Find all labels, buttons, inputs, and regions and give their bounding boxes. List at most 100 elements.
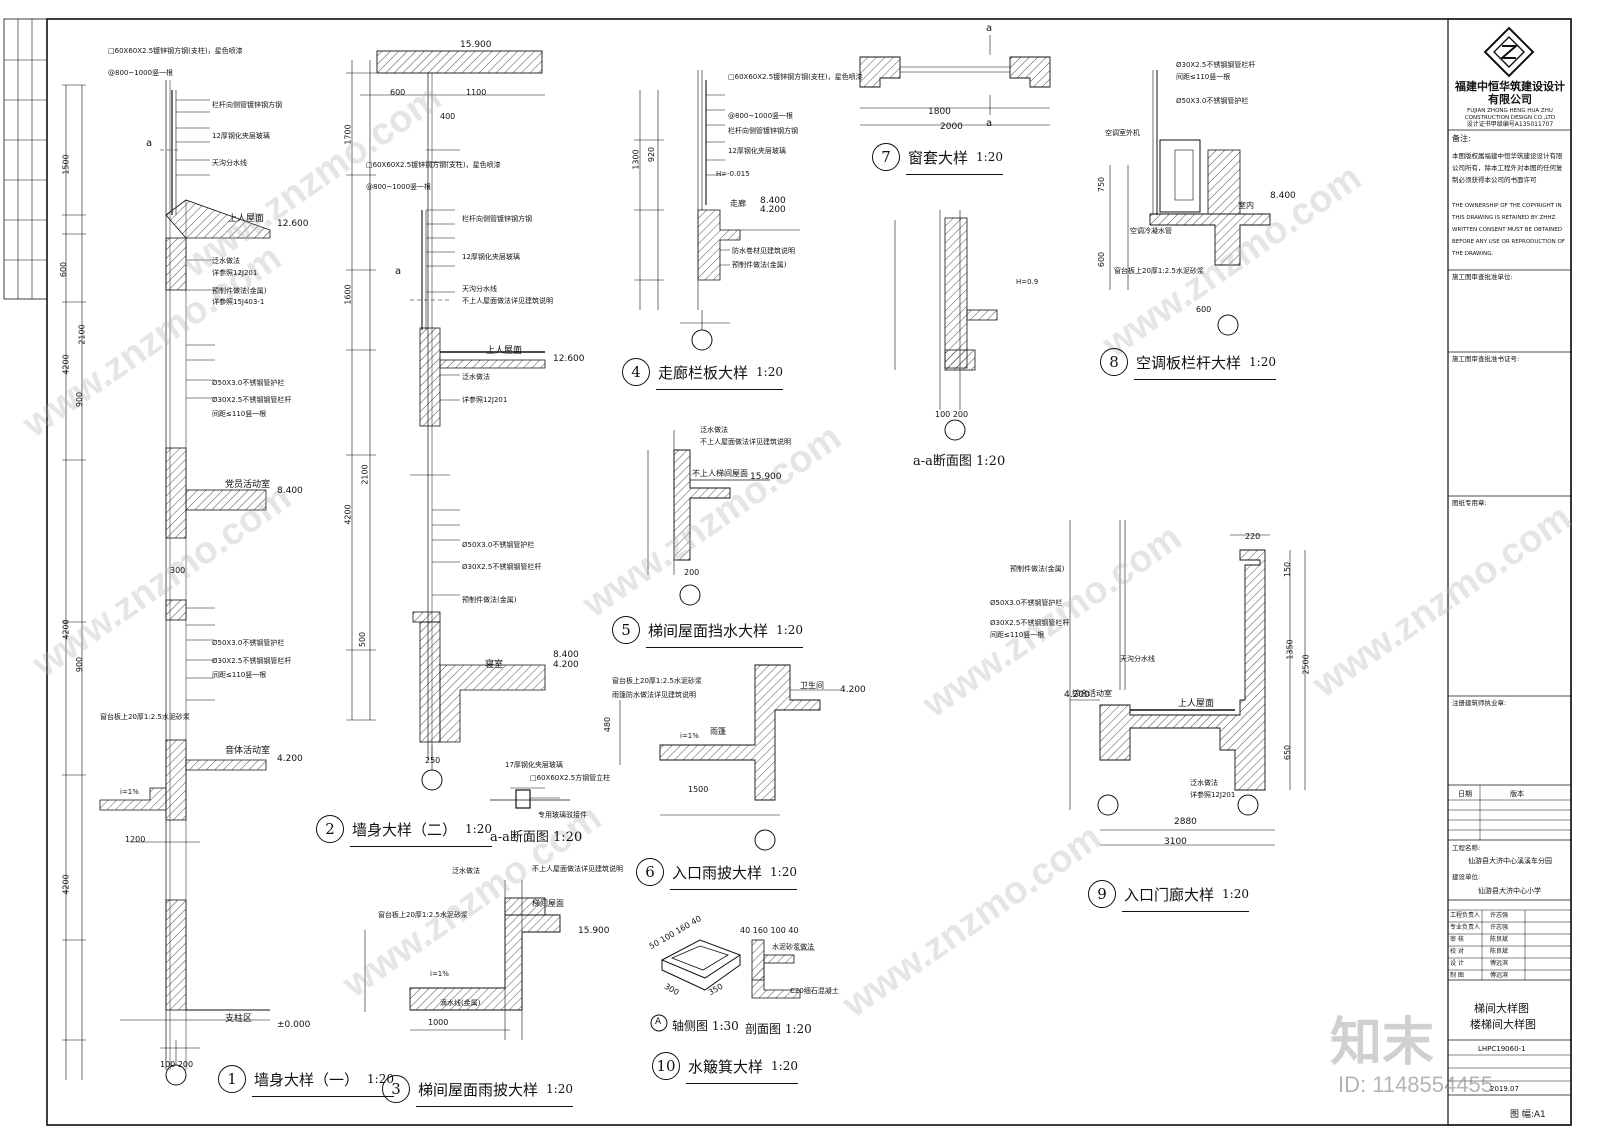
note: 空调冷凝水管 bbox=[1130, 227, 1172, 235]
note: 水泥砂浆做法 bbox=[772, 943, 814, 951]
note: 不上人屋面做法详见建筑说明 bbox=[700, 438, 791, 446]
dimension-text: 600 bbox=[59, 261, 69, 278]
drawing-date: 2019.07 bbox=[1490, 1085, 1519, 1093]
note: 详参照12J201 bbox=[462, 396, 508, 404]
aa-section-window bbox=[894, 210, 998, 441]
client-name: 仙游县大济中心小学 bbox=[1478, 887, 1541, 895]
note: 不上人屋面做法详见建筑说明 bbox=[532, 865, 623, 873]
dimension-text: 1350 bbox=[1285, 639, 1295, 660]
dimension-text: 220 bbox=[1245, 532, 1261, 541]
detail-1-wall-section bbox=[62, 80, 271, 1086]
note: 天沟分水线 bbox=[462, 285, 497, 293]
note: i=1% bbox=[680, 732, 699, 740]
role-name: 陈良斌 bbox=[1490, 936, 1509, 943]
detail-6-entrance-canopy bbox=[619, 664, 840, 851]
copyright-en: THE OWNERSHIP OF THE COPYRIGHT IN THIS D… bbox=[1452, 203, 1565, 257]
room-label: 空调室外机 bbox=[1105, 129, 1140, 137]
room-label: 卫生间 bbox=[800, 681, 824, 690]
room-label: 音体活动室 bbox=[225, 746, 271, 756]
room-label: 综合活动室 bbox=[1072, 689, 1112, 698]
note: 预制件做法(金属) bbox=[462, 596, 517, 604]
note: Ø30X2.5不锈钢钢管栏杆 bbox=[462, 563, 542, 571]
drawing-name-1: 梯间大样图 bbox=[1474, 1002, 1529, 1015]
project-no: LHPC19060-1 bbox=[1478, 1045, 1526, 1053]
version-col: 版本 bbox=[1510, 790, 1524, 798]
dimension-text: 1800 bbox=[928, 107, 951, 117]
copyright-cn: 本图版权属福建中恒华筑建设设计有限公司所有，除本工程外对本图的任何复制必须获得本… bbox=[1452, 152, 1563, 184]
project-label: 工程名称: bbox=[1452, 844, 1481, 852]
note: 泛水做法 bbox=[700, 426, 728, 434]
role-name: 傅远滨 bbox=[1490, 972, 1509, 979]
dimension-text: 750 bbox=[1097, 176, 1107, 193]
note: 窗台板上20厚1:2.5水泥砂浆 bbox=[1114, 267, 1204, 275]
dimension-text: 2100 bbox=[360, 464, 370, 485]
note: 天沟分水线 bbox=[1120, 655, 1155, 663]
note: 详参照12J201 bbox=[1190, 791, 1236, 799]
role-label: 审 核 bbox=[1450, 936, 1464, 943]
aa-title-2: a-a断面图 1:20 bbox=[913, 454, 1006, 469]
company-logo bbox=[1483, 26, 1535, 78]
note: 滴水线(金属) bbox=[440, 999, 481, 1007]
dimension-text: 250 bbox=[425, 756, 441, 765]
role-label: 专业负责人 bbox=[1450, 924, 1481, 931]
section-title: 剖面图 1:20 bbox=[745, 1022, 812, 1036]
note: Ø30X2.5不锈钢钢管栏杆 bbox=[212, 657, 292, 665]
room-label: 梯间屋面 bbox=[532, 899, 564, 908]
note: 12厚钢化夹层玻璃 bbox=[212, 132, 270, 140]
room-label: 上人屋面 bbox=[1178, 699, 1215, 709]
room-label: 室内 bbox=[1238, 201, 1254, 210]
level-mark: 4.200 bbox=[840, 685, 866, 695]
note: @800~1000竖一根 bbox=[366, 183, 432, 191]
note: 栏杆向侧管镀锌钢方钢 bbox=[728, 127, 798, 135]
role-name: 许志强 bbox=[1490, 912, 1509, 919]
note: 预制件做法(金属) bbox=[212, 287, 267, 295]
role-name: 许志强 bbox=[1490, 924, 1509, 931]
project-name: 仙游县大济中心溪溪车分园 bbox=[1468, 857, 1552, 865]
detail-1-leaders bbox=[176, 99, 215, 701]
note: 17厚钢化夹层玻璃 bbox=[505, 761, 563, 769]
dimension-text: 1300 bbox=[631, 149, 641, 170]
dimension-text: 40 160 100 40 bbox=[740, 926, 799, 935]
company-name: 福建中恒华筑建设设计有限公司 bbox=[1455, 80, 1565, 106]
role-label: 设 计 bbox=[1450, 960, 1464, 967]
note: 泛水做法 bbox=[212, 257, 240, 265]
company-cert: 设计证书甲级编号A135011707 bbox=[1466, 121, 1554, 128]
dimension-text: 150 bbox=[1283, 561, 1293, 578]
room-label: 走廊 bbox=[730, 199, 746, 208]
level-mark: 8.400 bbox=[553, 650, 579, 660]
dimension-text: 1200 bbox=[125, 835, 146, 844]
level-mark: 4.200 bbox=[553, 660, 579, 670]
room-label: 支柱区 bbox=[225, 1014, 253, 1024]
level-mark: 4.200 bbox=[1064, 690, 1090, 700]
dimension-text: 4200 bbox=[61, 354, 71, 375]
section-marker: a bbox=[395, 266, 402, 277]
dimension-text: 100 200 bbox=[935, 410, 969, 419]
note: □60X60X2.5镀锌钢方钢(支柱)，星色喷漆 bbox=[108, 47, 243, 55]
room-label: 雨篷 bbox=[710, 727, 726, 736]
detail-10-scupper bbox=[650, 939, 815, 1032]
review-cert: 施工图审查批准书证号: bbox=[1452, 355, 1520, 363]
detail-9-entrance-porch bbox=[1069, 520, 1306, 846]
dimension-text: 600 bbox=[390, 88, 406, 97]
note: 间距≤110竖一根 bbox=[212, 410, 267, 418]
note: 栏杆向侧管镀锌钢方钢 bbox=[462, 215, 532, 223]
date-col: 日期 bbox=[1458, 790, 1472, 798]
note: 预制件做法(金属) bbox=[1010, 565, 1065, 573]
note: 窗台板上20厚1:2.5水泥砂浆 bbox=[612, 677, 702, 685]
dimension-text: 2100 bbox=[77, 324, 87, 345]
dimension-text: 1700 bbox=[343, 124, 353, 145]
note: 窗台板上20厚1:2.5水泥砂浆 bbox=[378, 911, 468, 919]
marker-A: A bbox=[655, 1017, 662, 1027]
room-label: 上人屋面 bbox=[486, 346, 523, 356]
dimension-text: 920 bbox=[647, 146, 657, 163]
detail-2-wall-section bbox=[346, 50, 546, 791]
note: @800~1000竖一根 bbox=[728, 112, 794, 120]
level-mark: 12.600 bbox=[277, 219, 309, 229]
